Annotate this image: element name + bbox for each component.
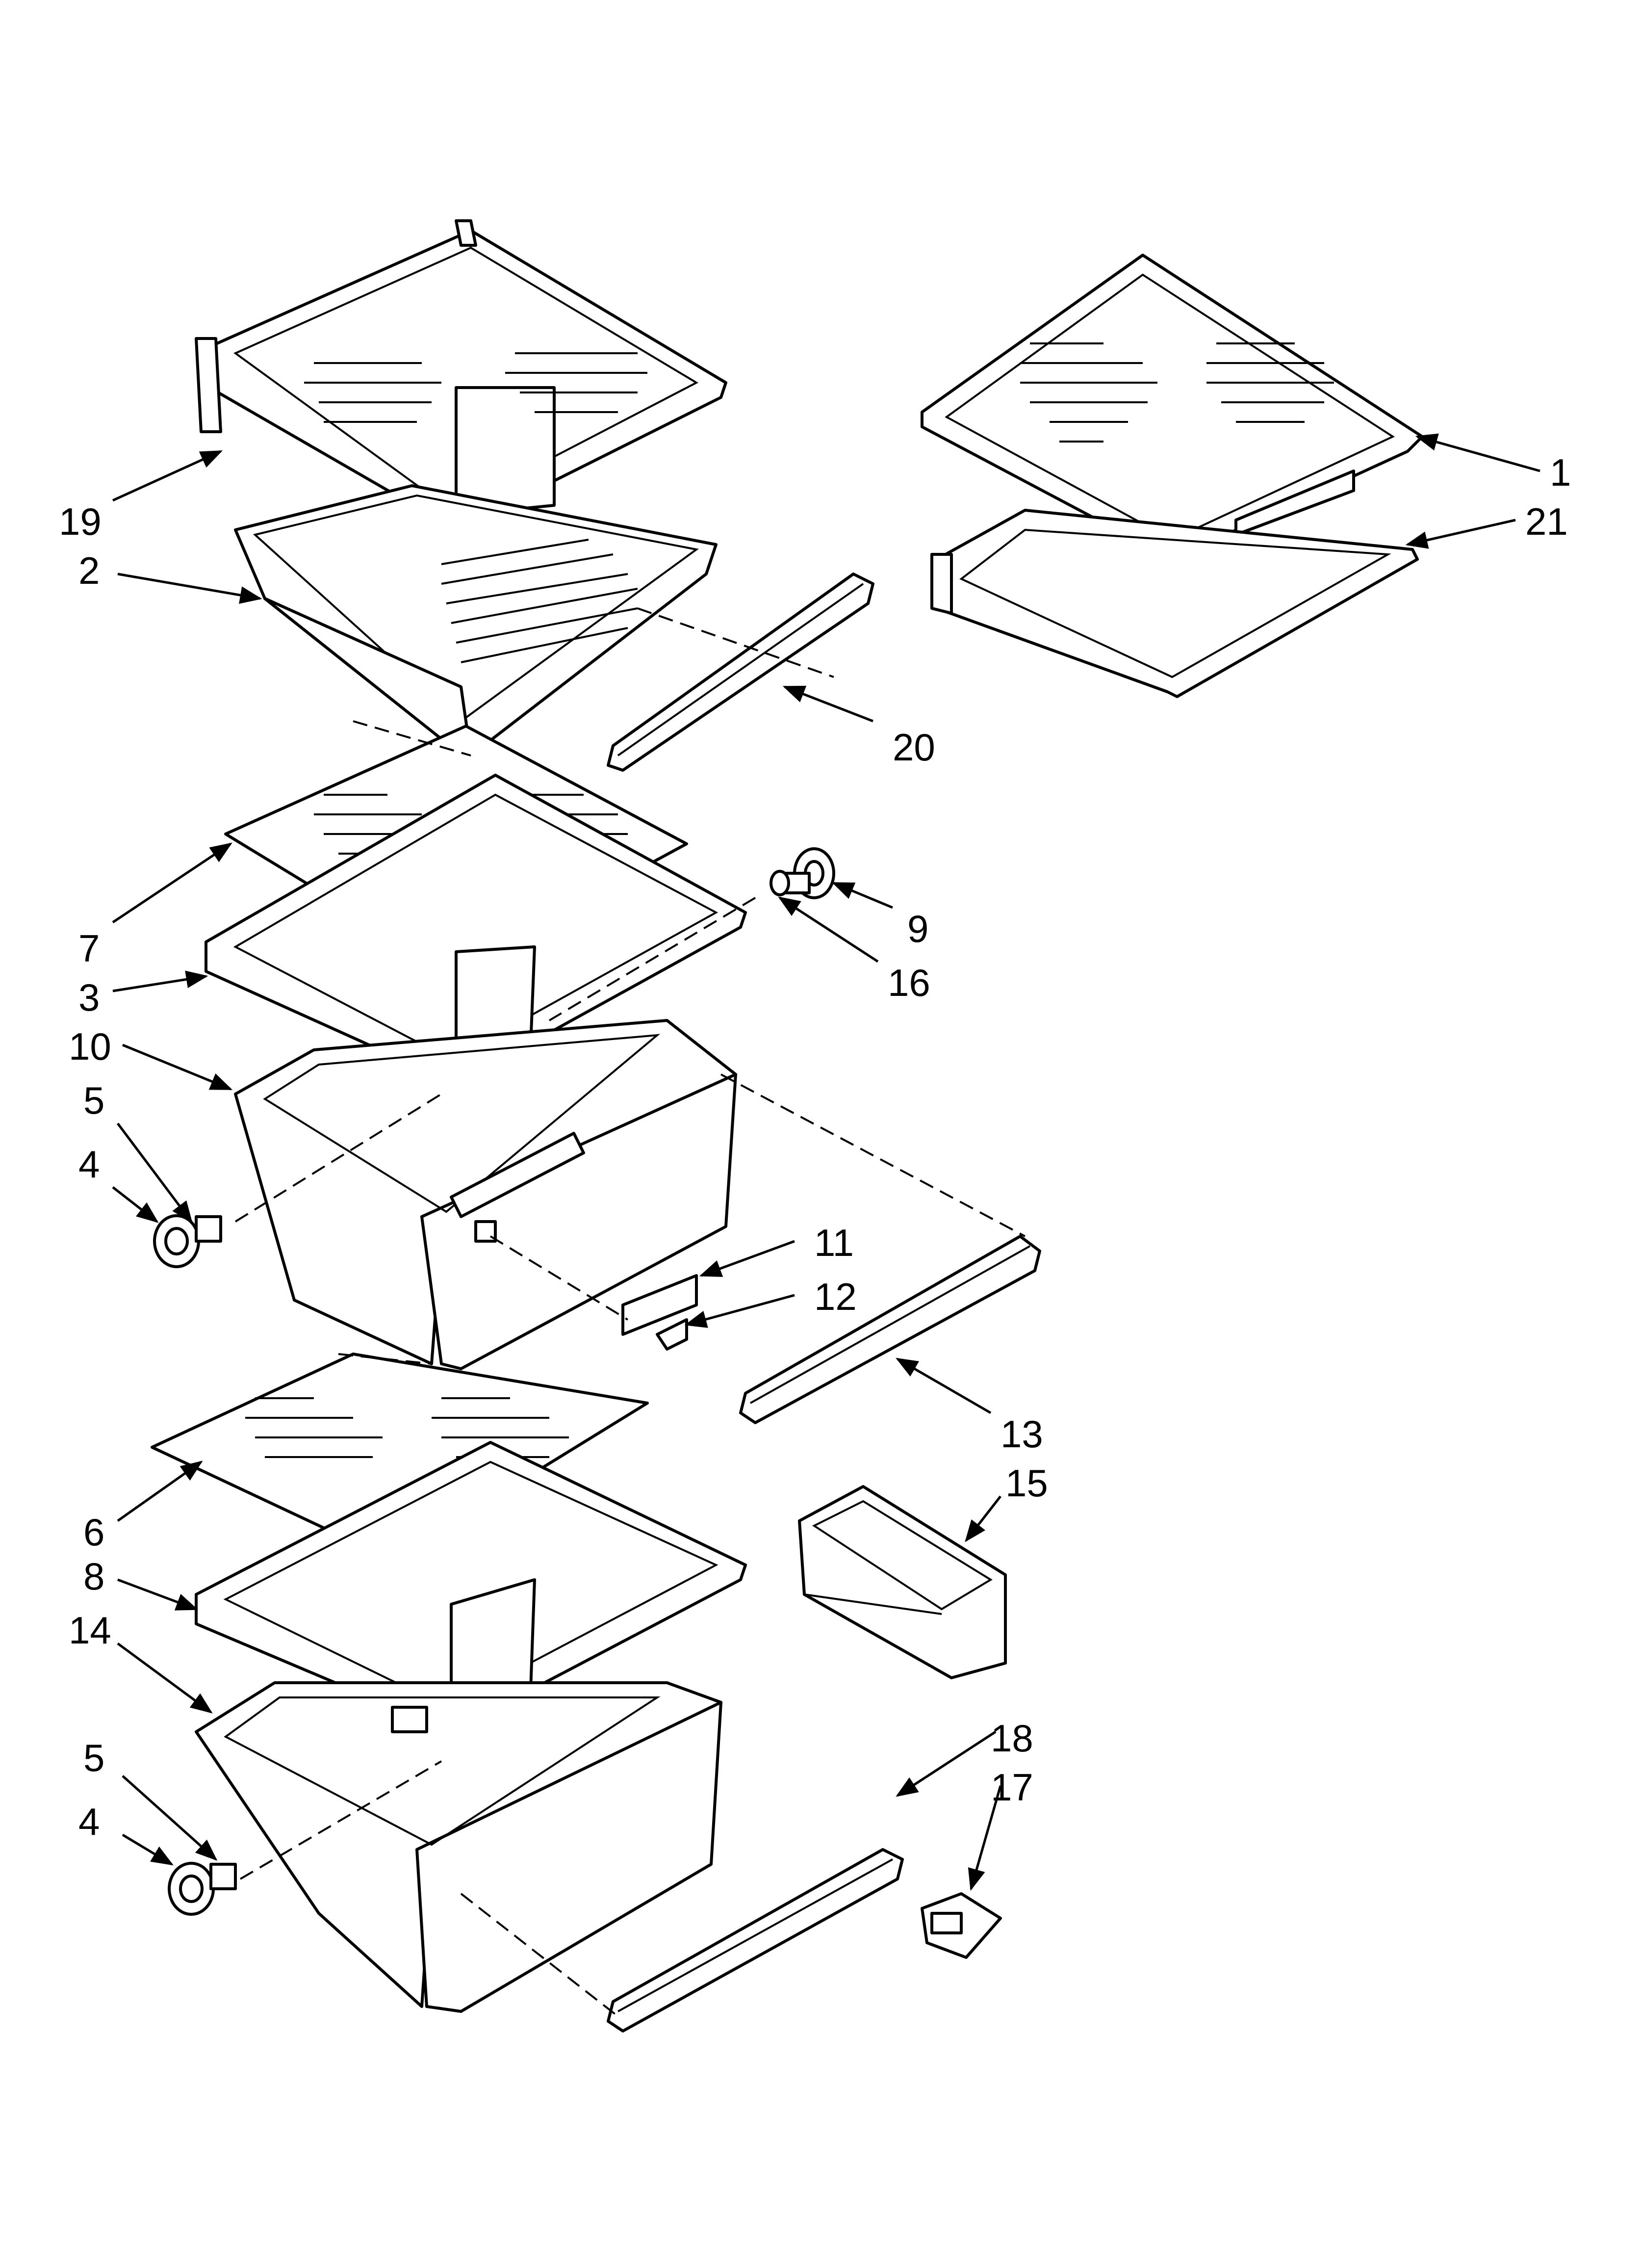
front-trim-lower-18 <box>607 1848 904 2033</box>
roller-axle-5-upper <box>195 1215 222 1243</box>
callout-14: 14 <box>69 1609 111 1652</box>
crisper-pan-lower-14 <box>195 1681 722 2013</box>
callout-6: 6 <box>83 1511 104 1554</box>
callout-2: 2 <box>78 549 100 592</box>
callout-21: 21 <box>1525 500 1568 543</box>
leader-lines <box>112 433 1540 1891</box>
humidity-slide-11 <box>621 1274 698 1336</box>
callout-4: 4 <box>78 1143 100 1186</box>
callout-18: 18 <box>991 1717 1033 1760</box>
crisper-cover-upper-19 <box>195 219 727 531</box>
callout-5: 5 <box>83 1736 104 1779</box>
callout-17: 17 <box>991 1766 1033 1809</box>
callout-9: 9 <box>907 907 928 950</box>
callout-4: 4 <box>78 1800 100 1843</box>
glass-shelf-1 <box>921 254 1424 561</box>
cover-glass-6 <box>151 1353 649 1562</box>
front-trim-upper-20 <box>607 573 874 772</box>
roller-wheel-4-upper <box>153 1214 200 1268</box>
shelf-frame-21 <box>930 509 1419 698</box>
storage-bin-15 <box>798 1485 1007 1679</box>
callout-13: 13 <box>1001 1412 1043 1456</box>
front-trim-middle-13 <box>739 1235 1041 1424</box>
callout-16: 16 <box>888 961 930 1004</box>
callout-11: 11 <box>814 1221 854 1264</box>
slide-clip-12 <box>656 1318 688 1351</box>
callout-15: 15 <box>1005 1461 1048 1505</box>
callout-7: 7 <box>78 927 100 970</box>
crisper-pan-middle-10 <box>234 1019 737 1370</box>
assembly-guide-lines <box>234 607 1026 2017</box>
roller-axle-16 <box>770 870 811 896</box>
callout-labels: 1 21 19 2 20 7 9 16 3 10 5 4 11 12 13 6 … <box>59 451 1571 1843</box>
callout-10: 10 <box>69 1025 111 1068</box>
callout-20: 20 <box>893 726 935 769</box>
callout-19: 19 <box>59 500 102 543</box>
roller-wheel-4-lower <box>168 1862 215 1916</box>
callout-8: 8 <box>83 1555 104 1598</box>
callout-1: 1 <box>1550 451 1571 494</box>
crisper-pan-upper-2 <box>234 484 718 757</box>
callout-5: 5 <box>83 1079 104 1122</box>
trim-clip-17 <box>921 1892 1002 1959</box>
roller-axle-5-lower <box>209 1863 237 1890</box>
callout-3: 3 <box>78 976 100 1019</box>
callout-12: 12 <box>814 1275 857 1318</box>
